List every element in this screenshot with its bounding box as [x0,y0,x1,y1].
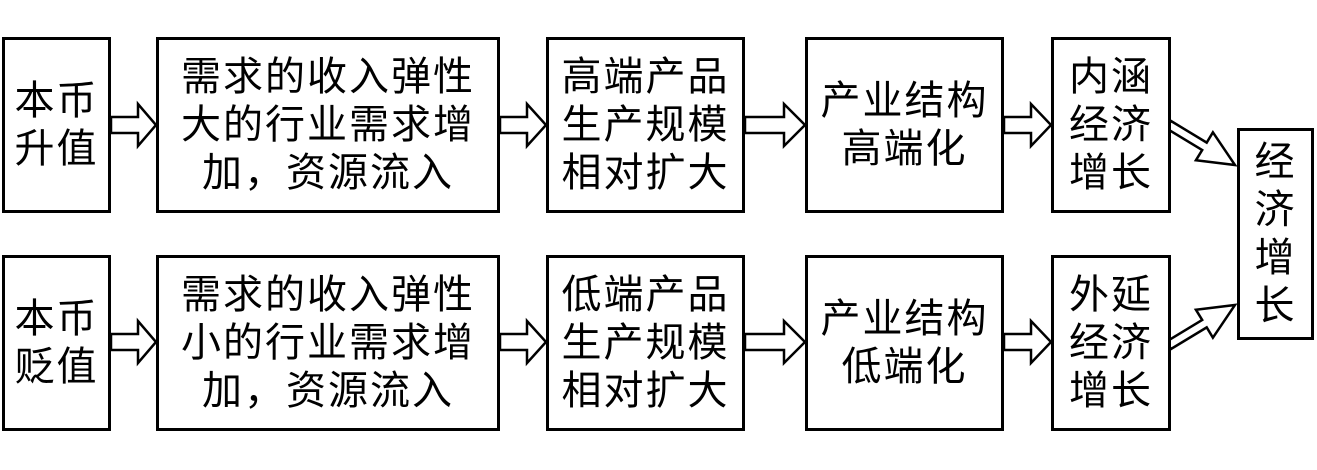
text-line: 经 [1254,139,1297,185]
intensive-growth-box: 内涵 经济 增长 [1051,37,1171,213]
high-end-structure-box: 产业结构 高端化 [805,37,1004,213]
text-line: 产业结构 [820,296,989,342]
text-line: 本币 [14,78,99,124]
text-line: 相对扩大 [561,150,730,196]
text-line: 产业结构 [820,78,989,124]
text-line: 经济 [1069,102,1153,148]
economic-growth-box: 经 济 增 长 [1237,128,1314,340]
text-line: 高端化 [841,126,968,172]
text-line: 加，资源流入 [202,150,454,196]
text-line: 相对扩大 [561,368,730,414]
currency-depreciation-box: 本币 贬值 [2,255,111,431]
arrow-bottom-2 [498,317,548,367]
text-line: 经济 [1069,320,1153,366]
arrow-top-4 [1002,100,1053,150]
low-end-production-box: 低端产品 生产规模 相对扩大 [546,255,745,431]
text-line: 高端产品 [561,54,730,100]
text-line: 增 [1254,235,1297,281]
text-line: 生产规模 [561,320,730,366]
text-line: 济 [1254,187,1297,233]
text-line: 低端化 [841,344,968,390]
text-line: 需求的收入弹性 [181,54,475,100]
arrow-bottom-4 [1002,317,1053,367]
low-end-structure-box: 产业结构 低端化 [805,255,1004,431]
low-elasticity-demand-box: 需求的收入弹性 小的行业需求增 加，资源流入 [156,255,500,431]
text-line: 加，资源流入 [202,368,454,414]
high-elasticity-demand-box: 需求的收入弹性 大的行业需求增 加，资源流入 [156,37,500,213]
currency-appreciation-box: 本币 升值 [2,37,111,213]
arrow-diag-bottom [1164,303,1238,351]
text-line: 增长 [1069,368,1153,414]
text-line: 需求的收入弹性 [181,272,475,318]
extensive-growth-box: 外延 经济 增长 [1051,255,1171,431]
text-line: 本币 [14,296,99,342]
text-line: 增长 [1069,150,1153,196]
text-line: 低端产品 [561,272,730,318]
text-line: 生产规模 [561,102,730,148]
text-line: 小的行业需求增 [181,320,475,366]
text-line: 内涵 [1069,54,1153,100]
arrow-diag-top [1164,119,1238,167]
text-line: 贬值 [14,344,99,390]
text-line: 外延 [1069,272,1153,318]
text-line: 升值 [14,126,99,172]
arrow-top-2 [498,100,548,150]
arrow-bottom-1 [109,317,158,367]
text-line: 大的行业需求增 [181,102,475,148]
arrow-top-1 [109,100,158,150]
text-line: 长 [1254,283,1297,329]
high-end-production-box: 高端产品 生产规模 相对扩大 [546,37,745,213]
arrow-bottom-3 [743,317,807,367]
arrow-top-3 [743,100,807,150]
